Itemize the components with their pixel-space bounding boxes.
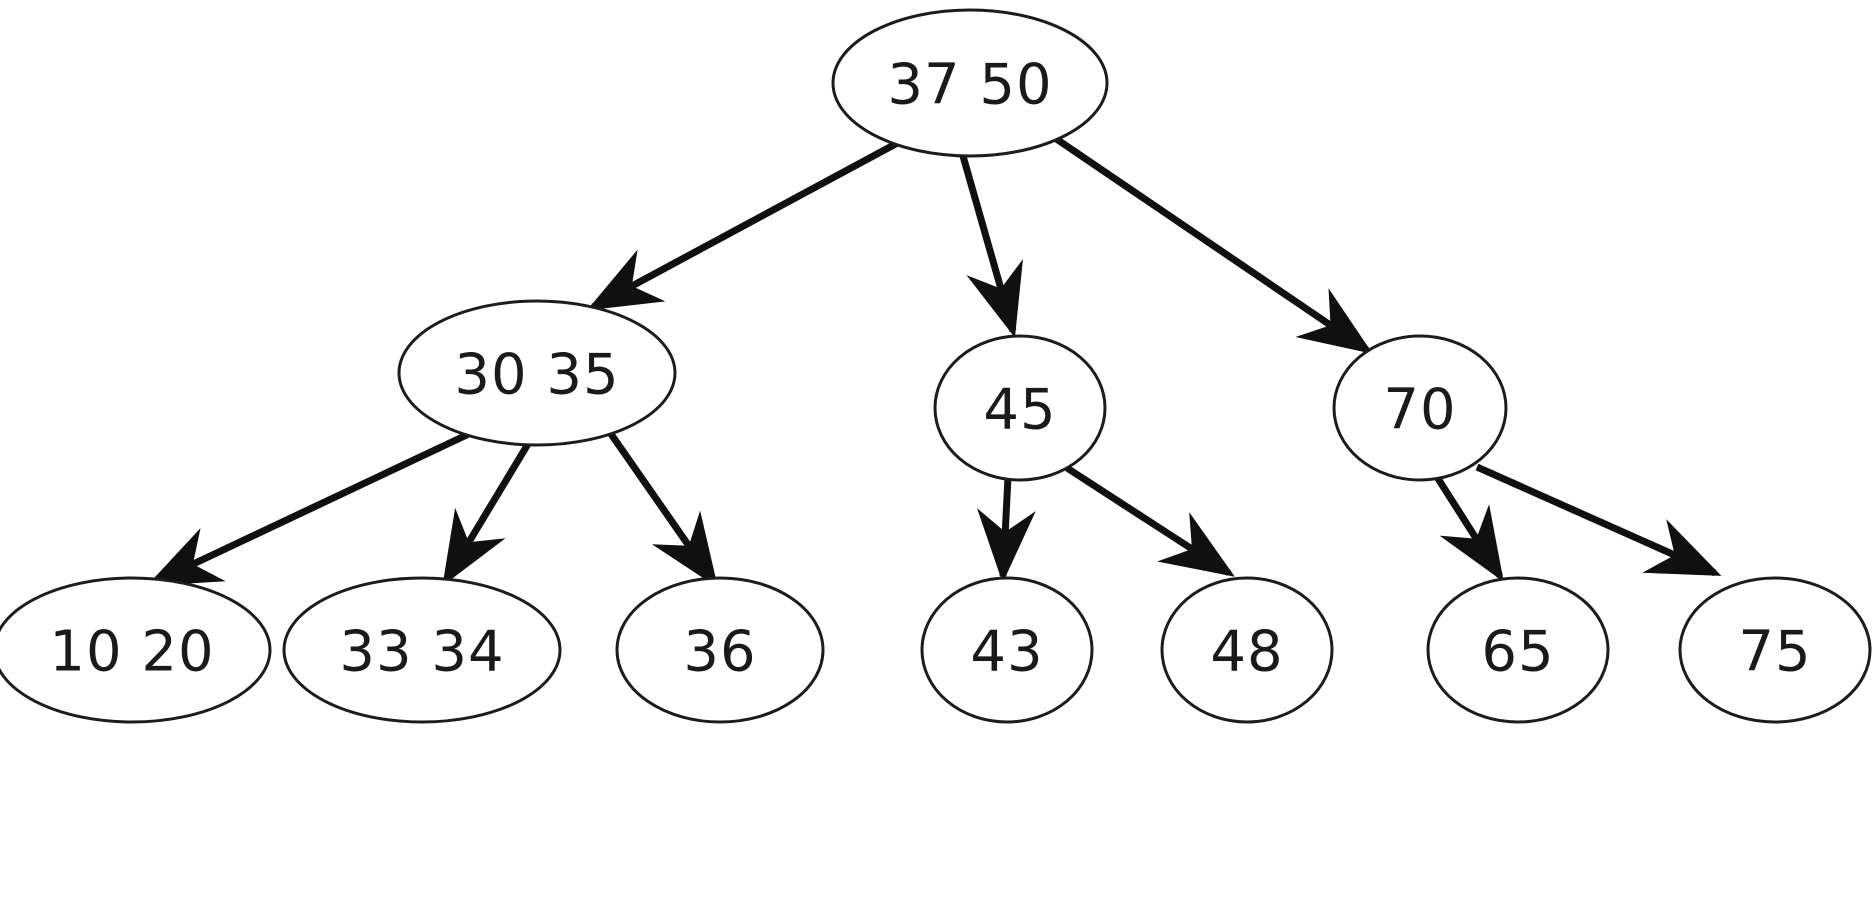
node-ellipse (397, 299, 677, 447)
tree-node[interactable]: 45 (933, 334, 1107, 482)
node-ellipse (0, 576, 272, 724)
node-label: 48 (1210, 620, 1283, 685)
node-label: 43 (970, 620, 1043, 685)
node-label: 75 (1738, 620, 1811, 685)
node-label: 45 (983, 378, 1056, 443)
node-label: 70 (1383, 378, 1456, 443)
tree-edge (959, 155, 1023, 338)
tree-node[interactable]: 48 (1160, 576, 1334, 724)
node-ellipse (933, 334, 1107, 482)
tree-edge (976, 476, 1036, 583)
tree-edge (586, 136, 905, 311)
tree-node[interactable]: 65 (1426, 576, 1610, 724)
tree-node[interactable]: 36 (615, 576, 825, 724)
node-label: 65 (1481, 620, 1554, 685)
node-ellipse (1160, 576, 1334, 724)
node-label: 37 50 (887, 53, 1052, 118)
tree-edge (608, 432, 718, 588)
tree-edge (1475, 463, 1722, 577)
edges-layer (146, 133, 1722, 588)
node-ellipse (920, 576, 1094, 724)
tree-edge (146, 428, 475, 587)
node-ellipse (615, 576, 825, 724)
node-ellipse (1678, 576, 1872, 724)
tree-node[interactable]: 75 (1678, 576, 1872, 724)
node-label: 36 (683, 620, 756, 685)
tree-node[interactable]: 37 50 (831, 8, 1109, 158)
node-label: 30 35 (454, 343, 619, 408)
tree-edge (1050, 133, 1373, 354)
nodes-layer: 37 50 30 35 45 70 10 20 33 34 36 43 48 65 75 (0, 8, 1872, 724)
tree-node[interactable]: 10 20 (0, 576, 272, 724)
tree-edge (1065, 465, 1235, 577)
node-ellipse (831, 8, 1109, 158)
tree-edge (442, 442, 531, 586)
node-ellipse (1426, 576, 1610, 724)
tree-node[interactable]: 70 (1332, 334, 1508, 482)
tree-node[interactable]: 43 (920, 576, 1094, 724)
node-label: 10 20 (49, 620, 214, 685)
node-label: 33 34 (339, 620, 504, 685)
tree-edge (1434, 475, 1504, 582)
node-ellipse (282, 576, 562, 724)
tree-node[interactable]: 33 34 (282, 576, 562, 724)
tree-node[interactable]: 30 35 (397, 299, 677, 447)
node-ellipse (1332, 334, 1508, 482)
